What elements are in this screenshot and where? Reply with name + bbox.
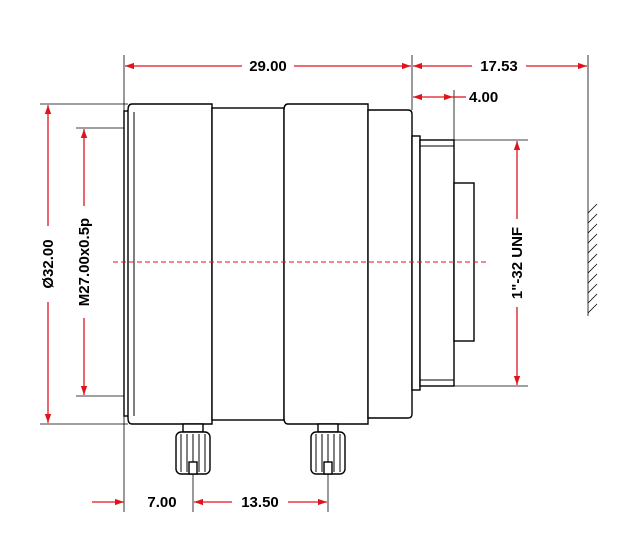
label-diameter: Ø32.00	[40, 239, 57, 288]
extension-lines	[40, 55, 589, 512]
middle-barrel	[211, 107, 285, 421]
c-mount-thread	[419, 139, 455, 387]
label-filter-thread: M27.00x0.5p	[76, 218, 93, 306]
label-screw-offset: 7.00	[147, 494, 176, 511]
locking-screw-left	[175, 423, 211, 475]
locking-screw-right	[310, 423, 346, 475]
label-mount-depth: 4.00	[469, 89, 498, 106]
lens-body	[123, 103, 475, 425]
label-mount-thread: 1"-32 UNF	[509, 227, 526, 299]
label-overall-length: 29.00	[249, 58, 287, 75]
mount-flange	[411, 135, 421, 391]
label-back-focal: 17.53	[480, 58, 518, 75]
dimension-labels: 29.00 17.53 4.00 Ø32.00 M27.00x0.5p 1"-3…	[37, 56, 528, 512]
front-barrel	[127, 103, 213, 425]
focus-ring	[283, 103, 369, 425]
label-screw-spacing: 13.50	[241, 494, 279, 511]
image-plane	[587, 203, 598, 316]
rear-collar	[367, 109, 413, 419]
